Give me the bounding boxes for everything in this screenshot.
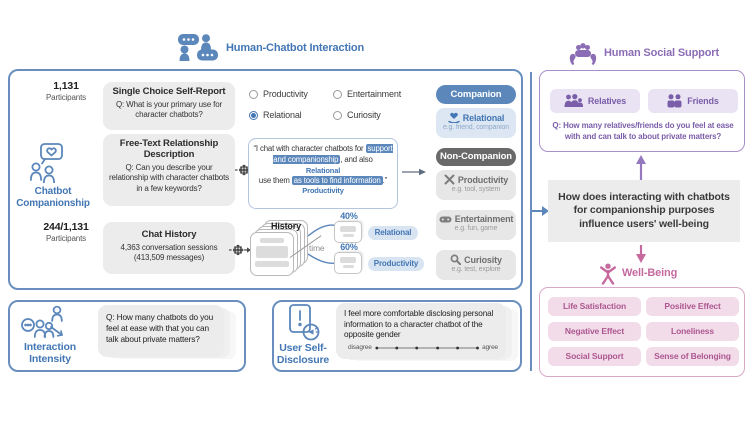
section-title-hss: Human Social Support [604, 47, 719, 59]
self-disclosure-card: I feel more comfortable disclosing perso… [336, 303, 506, 359]
quote-label-productivity: Productivity [302, 186, 344, 196]
arrow-right-icon [531, 206, 549, 216]
wellbeing-panel: Life Satisfaction Positive Effect Negati… [539, 287, 745, 377]
time-axis-label: time [309, 243, 325, 253]
wellbeing-pill: Life Satisfaction [548, 297, 641, 316]
percent-relational: 40% [340, 211, 358, 221]
participants-count-bottom: 244/1,131 Participants [28, 221, 104, 243]
hands-support-icon [569, 43, 597, 65]
wellbeing-pill: Loneliness [646, 322, 739, 341]
wellbeing-pill: Negative Effect [548, 322, 641, 341]
self-disclosure-label: User Self- Disclosure [276, 342, 330, 367]
card-question: Q: Can you describe your relationship wi… [109, 162, 229, 193]
chatbot-companionship-icon [30, 143, 63, 183]
arrow-down-icon [636, 245, 646, 263]
taxonomy-productivity: Productivity e.g. tool, system [436, 170, 516, 200]
participants-bottom-number: 244/1,131 [43, 221, 89, 233]
session-mini-card [334, 221, 362, 243]
companionship-label: Chatbot Companionship [16, 186, 90, 209]
card-title: Single Choice Self-Report [112, 86, 226, 97]
participants-bottom-label: Participants [46, 233, 86, 243]
radio-option-relational[interactable]: Relational [249, 110, 302, 120]
quote-highlight-productivity: as tools to find information [291, 175, 383, 185]
taxonomy-relational: Relational e.g. friend, companion [436, 108, 516, 138]
radio-option-curiosity[interactable]: Curiosity [333, 110, 381, 120]
self-disclosure-icon [289, 304, 320, 341]
likert-scale: disagree agree [348, 344, 498, 352]
taxonomy-curiosity: Curiosity e.g. test, explore [436, 250, 516, 280]
quote-box: “I chat with character chatbots for supp… [248, 138, 398, 209]
wellbeing-pill: Sense of Belonging [646, 347, 739, 366]
interaction-intensity-icon [21, 305, 63, 338]
arrow-up-icon [636, 155, 646, 180]
arrow-right-icon [402, 168, 426, 176]
question-text: Q: How many chatbots do you feel at ease… [106, 312, 214, 344]
relatives-icon [564, 94, 583, 107]
taxonomy-companion-header: Companion [436, 85, 516, 104]
radio-button[interactable] [333, 89, 342, 99]
research-question-box: How does interacting with chatbots for c… [548, 180, 740, 242]
wellbeing-pill: Social Support [548, 347, 641, 366]
card-question: Q: What is your primary use for characte… [115, 99, 223, 120]
card-free-text: Free-Text Relationship Description Q: Ca… [103, 134, 235, 206]
wellbeing-person-icon [600, 263, 617, 285]
social-support-question: Q: How many relatives/friends do you fee… [552, 121, 734, 141]
bracket-line [530, 72, 532, 371]
section-title-wellbeing: Well-Being [622, 267, 678, 279]
card-title: Free-Text Relationship Description [119, 138, 219, 160]
friends-pill: Friends [648, 89, 738, 113]
card-single-choice: Single Choice Self-Report Q: What is you… [103, 82, 235, 130]
likert-agree-label: agree [482, 344, 498, 352]
radio-button[interactable] [333, 110, 342, 120]
percent-productivity: 60% [340, 242, 358, 252]
radio-button[interactable] [249, 89, 258, 99]
taxonomy-noncompanion-header: Non-Companion [436, 148, 516, 166]
output-pill-productivity: Productivity [368, 257, 424, 271]
card-title: Chat History [141, 229, 197, 240]
clustering-icon [229, 244, 251, 256]
research-question-text: How does interacting with chatbots for c… [558, 190, 730, 230]
quote-text: “I chat with character chatbots for [253, 144, 366, 153]
gamepad-icon [439, 216, 452, 222]
participants-top-number: 1,131 [53, 80, 79, 92]
interaction-intensity-question-card: Q: How many chatbots do you feel at ease… [98, 305, 224, 357]
section-title-hci: Human-Chatbot Interaction [226, 42, 365, 54]
tools-icon [444, 174, 455, 185]
radio-option-entertainment[interactable]: Entertainment [333, 89, 401, 99]
output-pill-relational: Relational [368, 226, 418, 240]
taxonomy-entertainment: Entertainment e.g. fun, game [436, 210, 516, 240]
history-stack-label: History [271, 221, 301, 231]
likert-dots [375, 346, 479, 350]
interaction-intensity-label: Interaction Intensity [23, 341, 77, 366]
heart-hand-icon [448, 112, 460, 123]
statement-text: I feel more comfortable disclosing perso… [344, 309, 494, 340]
quote-label-relational: Relational [305, 165, 341, 175]
magnifier-icon [450, 254, 462, 265]
friends-icon [667, 94, 682, 108]
chat-history-stack: History [250, 220, 310, 278]
radio-button-selected[interactable] [249, 110, 258, 120]
relatives-pill: Relatives [550, 89, 640, 113]
participants-top-label: Participants [46, 92, 86, 102]
session-mini-card [334, 252, 362, 274]
radio-option-productivity[interactable]: Productivity [249, 89, 308, 99]
card-question: 4,363 conversation sessions (413,509 mes… [120, 242, 218, 263]
social-support-panel: Relatives Friends Q: How many relatives/… [539, 70, 745, 152]
participants-count-top: 1,131 Participants [28, 80, 104, 102]
wellbeing-pill: Positive Effect [646, 297, 739, 316]
card-chat-history: Chat History 4,363 conversation sessions… [103, 222, 235, 274]
likert-disagree-label: disagree [348, 344, 372, 352]
chat-people-icon [178, 34, 218, 61]
